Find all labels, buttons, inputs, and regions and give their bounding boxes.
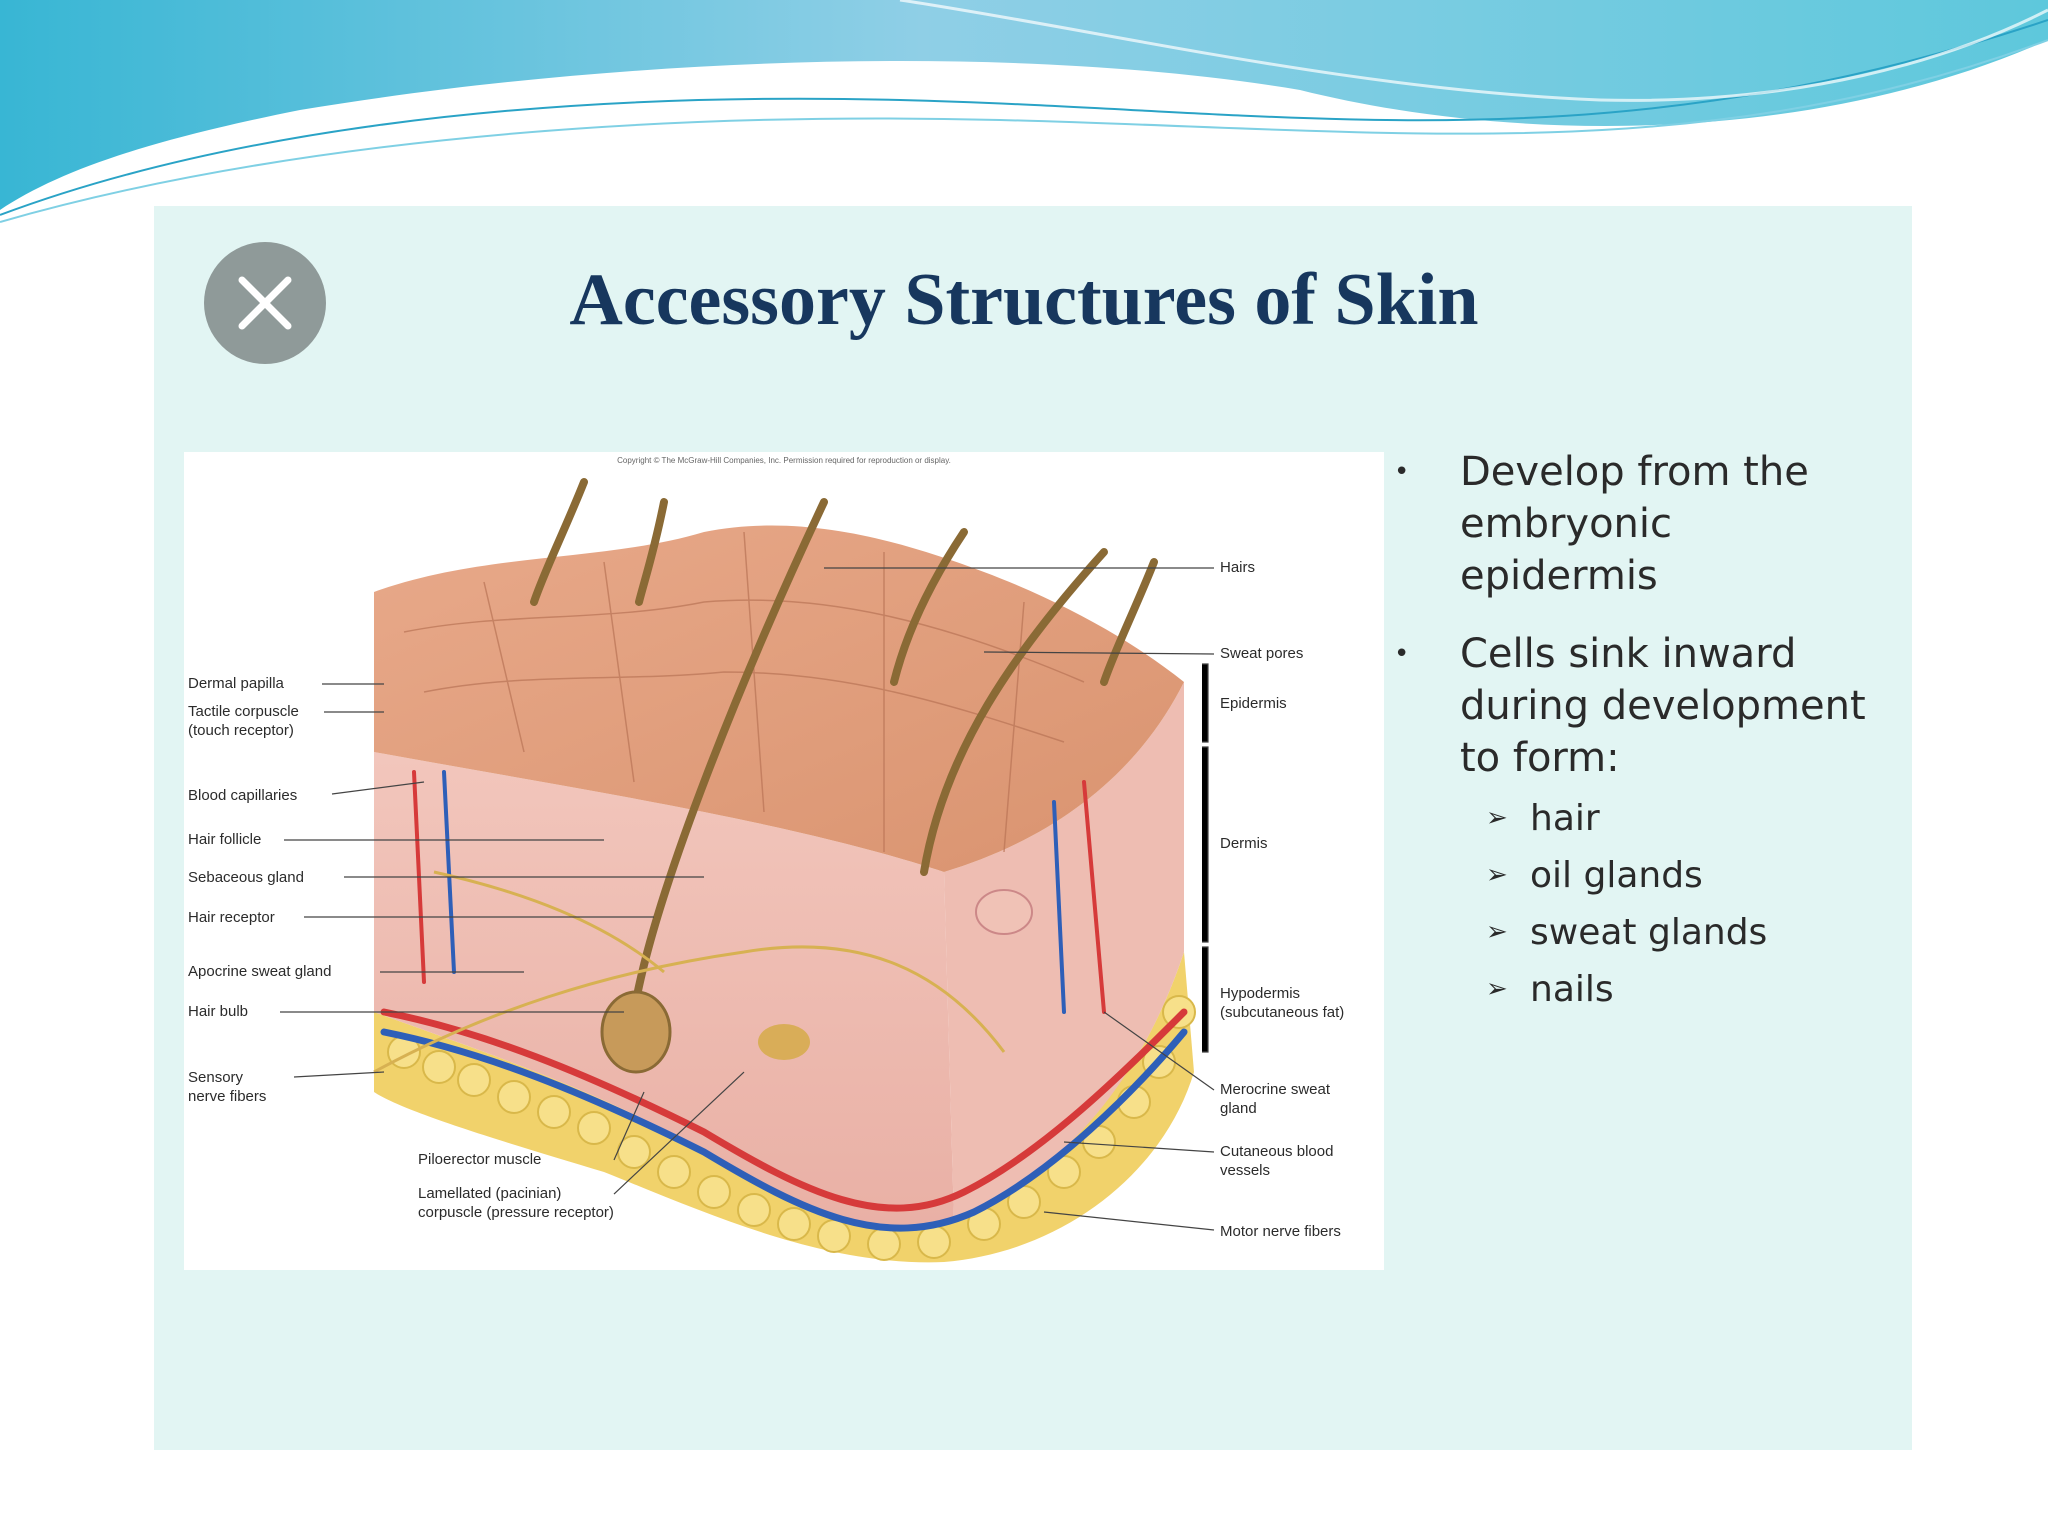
close-button[interactable]	[204, 242, 326, 364]
slide-panel: Accessory Structures of Skin Copyright ©…	[154, 206, 1912, 1450]
bullet-text: Cells sink inward during development to …	[1460, 631, 1866, 781]
label-hypodermis: Hypodermis (subcutaneous fat)	[1220, 985, 1345, 1021]
skin-diagram: Copyright © The McGraw-Hill Companies, I…	[184, 452, 1384, 1270]
sub-bullet-item: ➢ nails	[1394, 961, 1874, 1018]
bullet-dot-icon: •	[1394, 639, 1410, 669]
copyright-notice: Copyright © The McGraw-Hill Companies, I…	[617, 456, 951, 465]
sub-bullet-item: ➢ hair	[1394, 790, 1874, 847]
label-dermis: Dermis	[1220, 835, 1268, 852]
label-hairs: Hairs	[1220, 559, 1256, 576]
label-hair-follicle: Hair follicle	[188, 831, 262, 848]
label-hair-bulb: Hair bulb	[188, 1003, 249, 1020]
sub-bullet-item: ➢ oil glands	[1394, 847, 1874, 904]
bullet-list: • Develop from the embryonic epidermis •…	[1394, 446, 1874, 1018]
sub-bullet-text: nails	[1530, 969, 1614, 1010]
label-blood-capillaries: Blood capillaries	[188, 787, 298, 804]
arrow-bullet-icon: ➢	[1486, 917, 1508, 947]
skin-cross-section-illustration	[280, 478, 1215, 1263]
close-icon	[238, 276, 292, 330]
arrow-bullet-icon: ➢	[1486, 803, 1508, 833]
sub-bullet-text: oil glands	[1530, 855, 1703, 896]
label-motor-nerve-fibers: Motor nerve fibers	[1220, 1223, 1341, 1240]
label-merocrine-sweat-gland: Merocrine sweat gland	[1220, 1081, 1331, 1117]
label-tactile-corpuscle: Tactile corpuscle (touch receptor)	[188, 703, 299, 739]
sub-bullet-text: hair	[1530, 798, 1600, 839]
label-epidermis: Epidermis	[1220, 695, 1287, 712]
bullet-item: • Develop from the embryonic epidermis	[1394, 446, 1874, 602]
label-lamellated-corpuscle: Lamellated (pacinian) corpuscle (pressur…	[418, 1185, 614, 1221]
label-cutaneous-blood-vessels: Cutaneous blood vessels	[1220, 1143, 1334, 1179]
label-arrector-pili: Piloerector muscle	[418, 1151, 542, 1168]
arrow-bullet-icon: ➢	[1486, 860, 1508, 890]
sub-bullet-text: sweat glands	[1530, 912, 1768, 953]
label-sensory-nerve-fibers: Sensory nerve fibers	[188, 1069, 267, 1105]
label-hair-receptor: Hair receptor	[188, 909, 275, 926]
label-sweat-pores: Sweat pores	[1220, 645, 1304, 662]
label-apocrine-sweat-gland: Apocrine sweat gland	[188, 963, 332, 980]
label-sebaceous-gland: Sebaceous gland	[188, 869, 304, 886]
bullet-dot-icon: •	[1394, 457, 1410, 487]
label-dermal-papilla: Dermal papilla	[188, 675, 284, 692]
bullet-item: • Cells sink inward during development t…	[1394, 628, 1874, 784]
arrow-bullet-icon: ➢	[1486, 974, 1508, 1004]
sub-bullet-item: ➢ sweat glands	[1394, 904, 1874, 961]
header-wave	[0, 0, 2048, 223]
slide-title: Accessory Structures of Skin	[569, 259, 1479, 341]
bullet-text: Develop from the embryonic epidermis	[1460, 449, 1809, 599]
